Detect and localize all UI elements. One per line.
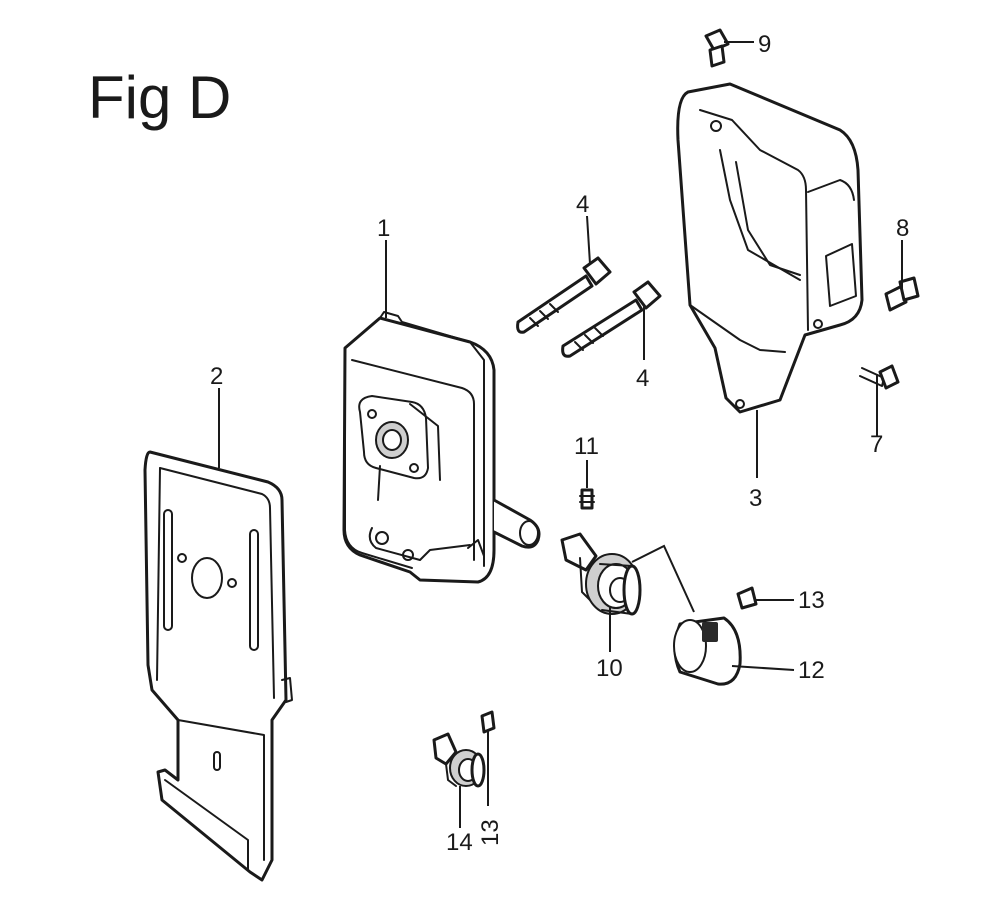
callout-3: 3 xyxy=(749,485,762,512)
callout-13-lower: 13 xyxy=(477,819,504,846)
muffler-cap-drawing xyxy=(673,616,742,686)
callout-11: 11 xyxy=(574,433,599,460)
callout-9: 9 xyxy=(758,31,771,58)
figure-title: Fig D xyxy=(88,64,231,131)
part-number-labels: 1 2 3 4 4 7 8 9 10 11 12 13 13 14 xyxy=(210,31,909,856)
bolt-9-drawing xyxy=(704,28,730,68)
callout-2: 2 xyxy=(210,363,223,390)
spark-arrester-drawing xyxy=(560,532,642,616)
callout-13-upper: 13 xyxy=(798,587,825,614)
screw-13-cap-drawing xyxy=(736,586,758,610)
callout-7: 7 xyxy=(870,431,883,458)
callout-12: 12 xyxy=(798,657,825,684)
screw-7-drawing xyxy=(859,364,900,390)
callout-4-lower: 4 xyxy=(636,365,649,392)
protector-plate-drawing xyxy=(143,450,293,882)
leader-lines xyxy=(218,41,903,828)
callout-4-upper: 4 xyxy=(576,191,589,218)
muffler-protector-drawing xyxy=(676,82,864,414)
callout-1: 1 xyxy=(377,215,390,242)
callout-10: 10 xyxy=(596,655,623,682)
deflector-14-drawing xyxy=(432,732,486,788)
screw-11-drawing xyxy=(579,488,595,510)
bolt-lower-drawing xyxy=(561,280,662,358)
muffler-drawing xyxy=(342,311,541,584)
bolt-upper-drawing xyxy=(516,256,612,334)
bolt-8-drawing xyxy=(884,276,920,312)
callout-14: 14 xyxy=(446,829,473,856)
screw-13-lower-drawing xyxy=(480,710,496,734)
callout-8: 8 xyxy=(896,215,909,242)
